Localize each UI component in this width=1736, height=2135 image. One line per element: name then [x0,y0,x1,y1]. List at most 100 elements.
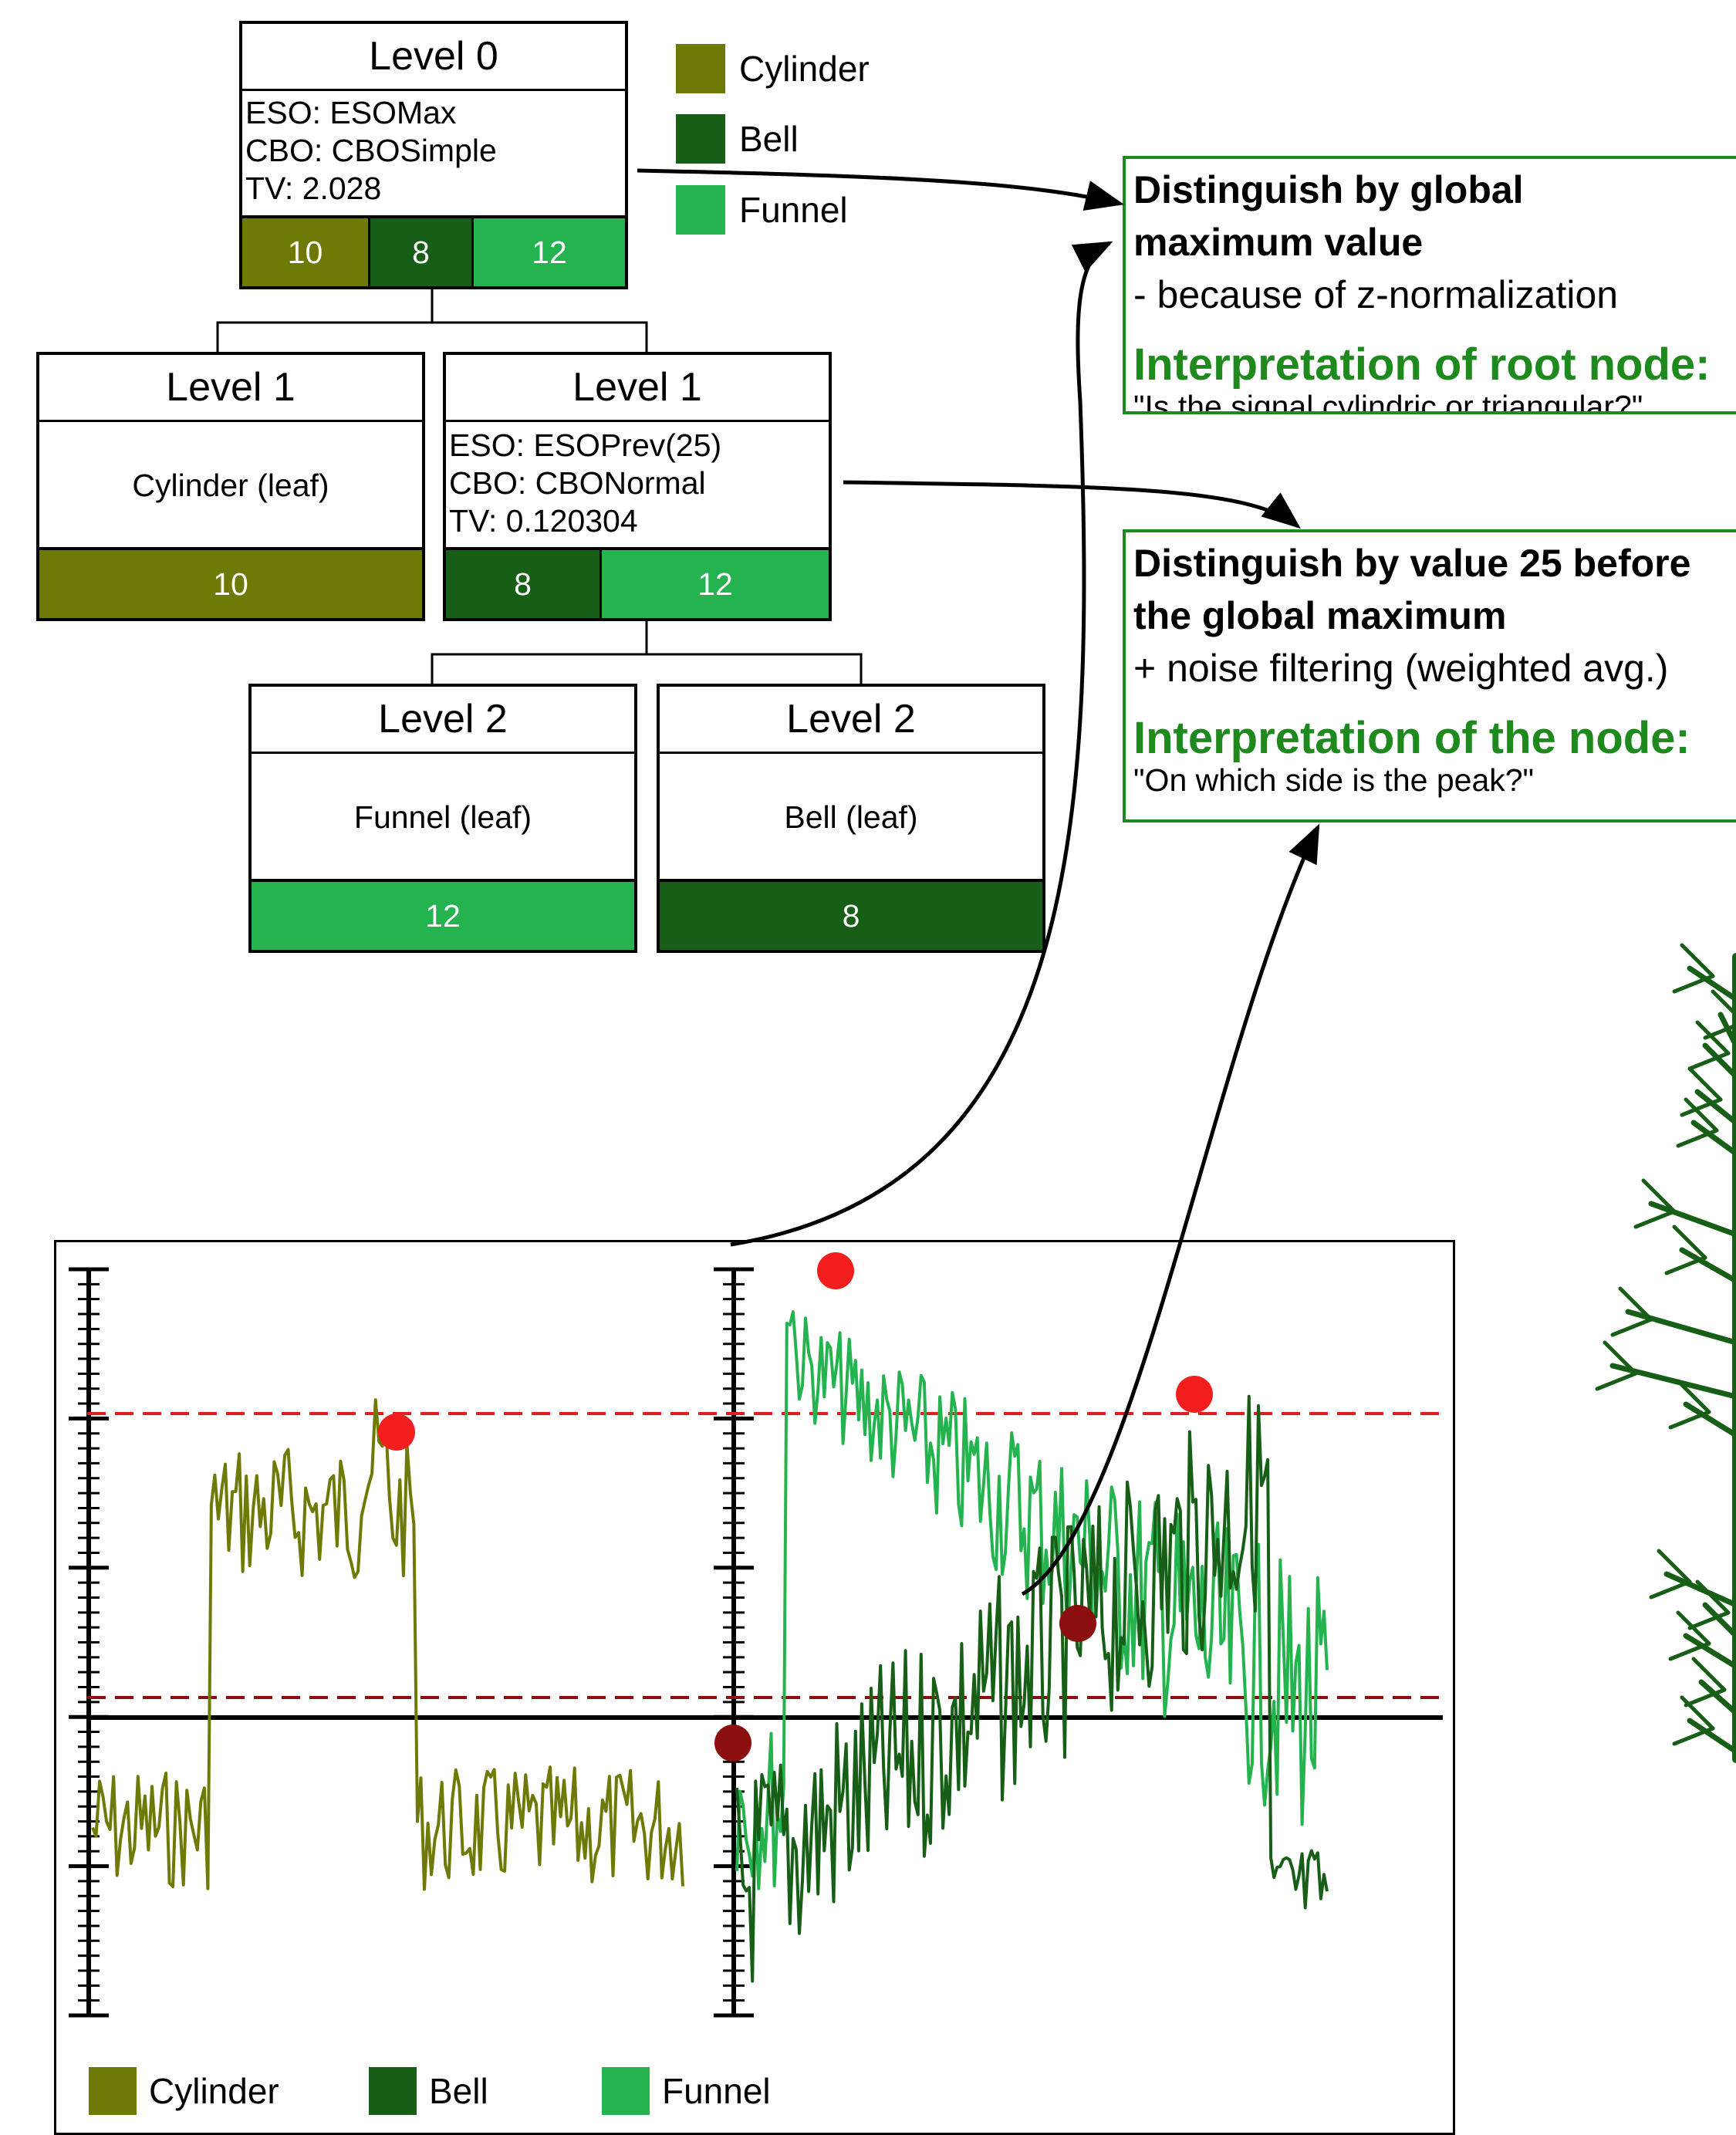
swatch-funnel [676,185,725,235]
arrow-root-to-note [637,168,1124,211]
plot-legend-cylinder: Cylinder [89,2067,279,2115]
swatch-funnel [602,2067,650,2115]
level2-right-node: Level 2 Bell (leaf) 8 [657,684,1045,953]
series-cylinder [91,1398,684,1891]
deco-twig [1672,1225,1707,1260]
class-counts: 8 12 [446,547,829,618]
root-node: Level 0 ESO: ESOMax CBO: CBOSimple TV: 2… [239,21,628,289]
legend-label: Bell [429,2071,488,2111]
deco-twig [1641,1178,1677,1214]
note-heading: maximum value [1133,221,1424,264]
max-marker-cylinder [378,1414,415,1451]
deco-branch [1702,1602,1736,1639]
note-heading: the global maximum [1133,594,1507,637]
series-bell [735,1394,1329,1983]
eso-label: ESO: ESOMax [245,95,457,130]
deco-twig [1633,1209,1677,1229]
node-title: Level 0 [242,24,625,91]
deco-branch [1679,1247,1736,1284]
node-title: Level 2 [252,687,634,754]
swatch-bell [676,114,725,164]
swatch-cylinder [89,2067,137,2115]
legend-label: Funnel [739,190,848,230]
deco-branch [1648,1201,1736,1238]
count-funnel: 12 [602,550,829,618]
deco-twig [1695,1579,1731,1615]
deco-branch [1663,1571,1736,1608]
plot-legend-bell: Bell [369,2067,488,2115]
swatch-bell [369,2067,417,2115]
deco-twig [1680,1695,1715,1731]
plot-legend-funnel: Funnel [602,2067,771,2115]
interpretation-text: "Is the signal cylindric or triangular?" [1133,389,1643,414]
deco-branch [1698,1679,1736,1716]
note-subtext: - because of z-normalization [1133,273,1619,316]
legend-label: Cylinder [149,2071,279,2111]
class-counts: 8 [660,879,1042,950]
deco-twig [1672,1726,1715,1746]
deco-twig [1610,1317,1653,1337]
count-cylinder: 10 [242,218,370,286]
legend-cylinder: Cylinder [676,44,870,93]
cbo-label: CBO: CBOSimple [245,133,497,168]
deco-branch [1694,1089,1736,1126]
deco-twig [1603,1340,1638,1376]
arrow-level1-to-note [843,480,1301,529]
tv-label: TV: 2.028 [245,171,382,206]
note-heading: Distinguish by value 25 before [1133,542,1691,585]
class-counts: 10 [39,547,422,618]
deco-twig [1680,943,1715,978]
legend-funnel: Funnel [676,185,848,235]
deco-twig [1687,1610,1731,1630]
swatch-cylinder [676,44,725,93]
interpretation-text: "On which side is the peak?" [1133,762,1535,798]
deco-twig [1691,1657,1727,1692]
legend-bell: Bell [676,114,799,164]
count-bell: 8 [370,218,474,286]
arrow-plot-to-node-note [1021,823,1320,1596]
legend-label: Funnel [662,2071,771,2111]
level1-left-node: Level 1 Cylinder (leaf) 10 [36,352,425,621]
deco-twig [1711,989,1736,1018]
deco-twig [1657,1549,1692,1584]
count-cylinder: 10 [39,550,422,618]
deco-branch [1683,1401,1736,1438]
deco-twig [1676,1610,1711,1646]
deco-twig [1684,1687,1727,1708]
node-title: Level 2 [660,687,1042,754]
level2-left-node: Level 2 Funnel (leaf) 12 [248,684,637,953]
prev-marker-bell [1059,1605,1096,1642]
count-funnel: 12 [252,882,634,950]
deco-branch [1687,965,1736,1002]
deco-branch [1702,1042,1736,1079]
tv-label: TV: 0.120304 [449,503,638,539]
deco-twig [1618,1286,1653,1322]
deco-twig [1668,1641,1711,1661]
prev-marker-funnel [714,1725,751,1762]
deco-twig [1649,1579,1692,1600]
cbo-label: CBO: CBONormal [449,465,706,501]
note-heading: Distinguish by global [1133,168,1524,211]
deco-twig [1687,1066,1723,1102]
arrow-plot-to-root-note [730,241,1113,1247]
deco-branch [1687,1718,1736,1755]
level1-node-note: Distinguish by value 25 before the globa… [1123,529,1736,823]
leaf-label: Cylinder (leaf) [132,468,329,503]
deco-twig [1664,1255,1707,1275]
deco-twig [1695,1020,1731,1056]
deco-twig [1676,1379,1711,1414]
note-subtext: + noise filtering (weighted avg.) [1133,647,1669,690]
count-funnel: 12 [474,218,625,286]
max-marker-funnel [817,1252,854,1289]
deco-twig [1595,1371,1638,1391]
max-marker-bell [1176,1376,1213,1413]
deco-twig [1668,1410,1711,1430]
deco-twig [1684,1097,1719,1133]
deco-branch [1683,1633,1736,1670]
legend-label: Cylinder [739,49,870,89]
leaf-label: Bell (leaf) [784,799,918,835]
